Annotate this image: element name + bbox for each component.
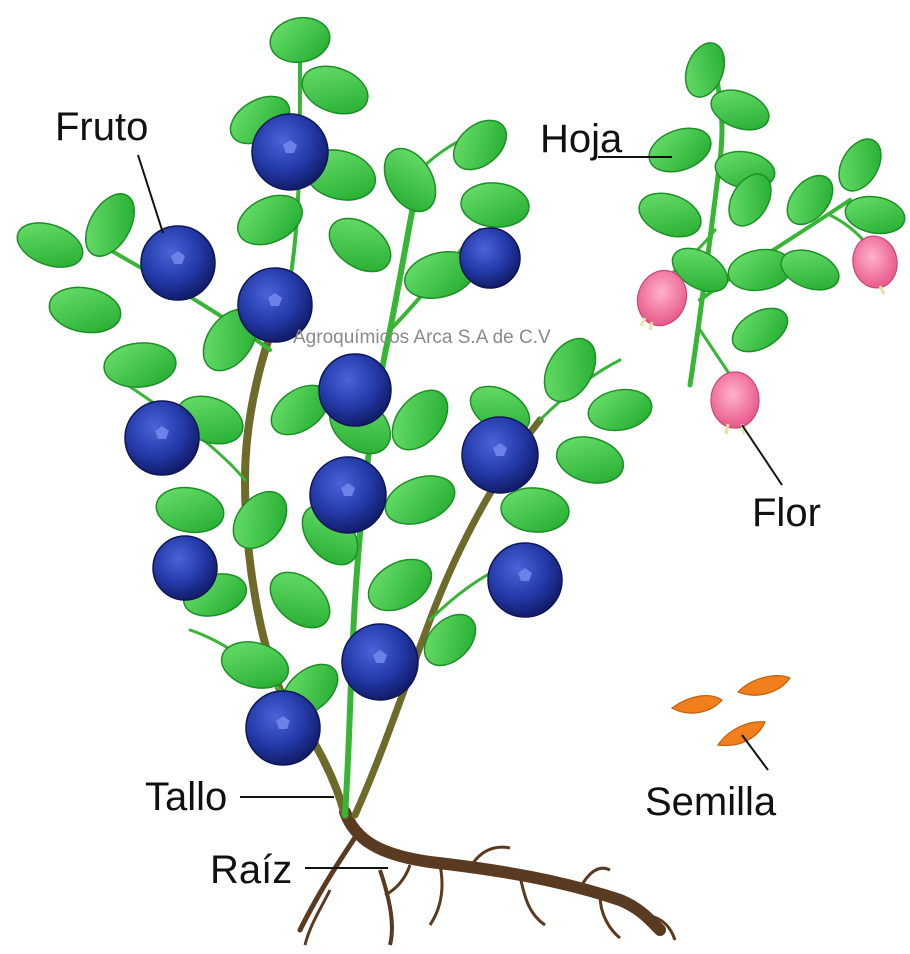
label-seed: Semilla: [645, 780, 777, 824]
seed: [738, 676, 790, 695]
seed: [672, 696, 722, 713]
berry: [125, 401, 199, 475]
berry: [246, 691, 320, 765]
flower-leader-line: [742, 425, 782, 485]
berry: [310, 457, 386, 533]
berry: [153, 536, 217, 600]
berry: [141, 226, 215, 300]
seed: [718, 722, 765, 746]
flower: [849, 233, 901, 294]
flower: [711, 372, 759, 434]
berry: [252, 114, 328, 190]
berry: [342, 624, 418, 700]
fruit-leader-line: [138, 155, 163, 233]
seeds: [672, 676, 790, 746]
watermark: Agroquímicos Arca S.A de C.V: [293, 327, 551, 348]
label-fruit: Fruto: [55, 105, 148, 149]
label-leaf: Hoja: [540, 117, 623, 161]
root-system: [300, 812, 675, 945]
label-flower: Flor: [752, 491, 821, 535]
flower-branch: [630, 38, 908, 434]
seed-leader-line: [742, 735, 768, 770]
label-root: Raíz: [210, 848, 292, 892]
berry: [462, 417, 538, 493]
label-stem: Tallo: [145, 775, 227, 819]
berry: [488, 543, 562, 617]
berry: [460, 228, 520, 288]
berry: [319, 354, 391, 426]
